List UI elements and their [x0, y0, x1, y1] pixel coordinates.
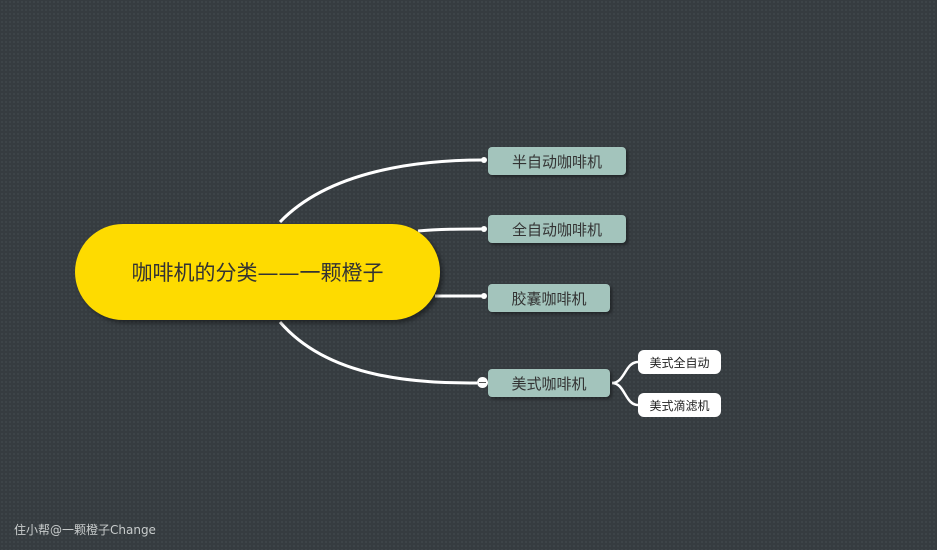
topic-capsule[interactable]: 胶囊咖啡机	[488, 284, 610, 312]
subtopic-american-auto[interactable]: 美式全自动	[638, 350, 721, 374]
topic-full-auto[interactable]: 全自动咖啡机	[488, 215, 626, 243]
collapse-icon[interactable]	[477, 377, 488, 388]
central-topic[interactable]: 咖啡机的分类——一颗橙子	[75, 224, 440, 320]
topic-american[interactable]: 美式咖啡机	[488, 369, 610, 397]
subtopic-drip[interactable]: 美式滴滤机	[638, 393, 721, 417]
topic-semi-auto[interactable]: 半自动咖啡机	[488, 147, 626, 175]
watermark: 住小帮@一颗橙子Change	[14, 523, 156, 537]
